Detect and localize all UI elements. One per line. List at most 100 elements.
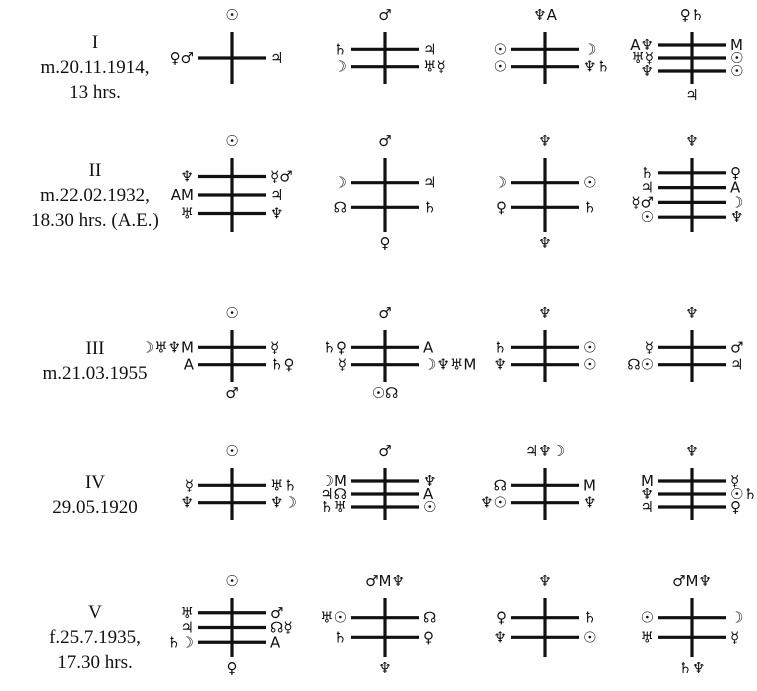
- right-symbols: A: [423, 338, 434, 356]
- right-symbols: ♆: [730, 208, 743, 226]
- left-symbols: A: [184, 356, 195, 374]
- row-label-I: I m.20.11.1914, 13 hrs.: [0, 30, 190, 105]
- diagram-II-4: ♆♄♀♃A☿♂☽☉♆: [631, 132, 743, 232]
- top-symbol: ☉: [225, 304, 238, 322]
- left-symbols: ☽♅♆M: [141, 338, 194, 356]
- left-symbols: ♅: [641, 628, 654, 646]
- diagram-V-1: ☉♀♅♂♃☊☿♄☽A: [167, 572, 292, 677]
- diagram-II-2: ♂♀☽♃☊♄: [334, 132, 437, 252]
- bottom-symbol: ♄♆: [679, 659, 706, 677]
- row-label-line: 18.30 hrs. (A.E.): [31, 210, 159, 231]
- diagram-III-1: ☉♂☽♅♆M☿A♄♀: [141, 304, 295, 402]
- bottom-symbol: ♆: [538, 234, 551, 252]
- bottom-symbol: ♃: [685, 86, 698, 104]
- left-symbols: ☊: [334, 198, 347, 216]
- top-symbol: ♂M♆: [672, 572, 712, 590]
- left-symbols: ♃: [641, 179, 654, 197]
- right-symbols: ♀: [423, 628, 434, 646]
- row-label-line: f.25.7.1935,: [49, 627, 141, 648]
- left-symbols: ☿♂: [631, 193, 654, 211]
- right-symbols: A: [270, 633, 281, 651]
- right-symbols: ♂: [270, 604, 283, 622]
- left-symbols: ☉: [641, 609, 654, 627]
- left-symbols: ☽: [494, 174, 507, 192]
- left-symbols: ☿: [338, 356, 347, 374]
- right-symbols: ♃: [423, 174, 436, 192]
- right-symbols: ♅♄: [270, 476, 297, 494]
- diagram-I-1: ☉♀♂♃: [170, 6, 283, 84]
- right-symbols: ☉: [583, 356, 596, 374]
- left-symbols: ☊☉: [627, 356, 654, 374]
- left-symbols: ♃: [181, 619, 194, 637]
- top-symbol: ☉: [225, 442, 238, 460]
- left-symbols: ☉: [641, 208, 654, 226]
- top-symbol: ♂M♆: [365, 572, 405, 590]
- top-symbol: ♃♆☽: [525, 442, 565, 460]
- right-symbols: ☉: [583, 628, 596, 646]
- right-symbols: ♄: [583, 609, 596, 627]
- diagram-III-4: ♆☿♂☊☉♃: [627, 304, 743, 382]
- left-symbols: AM: [171, 186, 194, 204]
- diagram-II-1: ☉♆☿♂AM♃♅♆: [171, 132, 293, 232]
- right-symbols: ☊☿: [270, 619, 293, 637]
- right-symbols: ☉: [583, 338, 596, 356]
- row-label-line: 17.30 hrs.: [57, 652, 133, 673]
- row-label-line: m.20.11.1914,: [40, 57, 150, 78]
- left-symbols: M: [641, 472, 654, 490]
- bottom-symbol: ♂: [225, 384, 238, 402]
- right-symbols: ☉: [423, 498, 436, 516]
- row-label-line: I: [91, 32, 99, 53]
- right-symbols: M: [583, 476, 596, 494]
- top-symbol: ♆: [685, 442, 698, 460]
- bottom-symbol: ♆: [378, 659, 391, 677]
- row-label-II: II m.22.02.1932, 18.30 hrs. (A.E.): [0, 158, 190, 233]
- right-symbols: A: [730, 179, 741, 197]
- left-symbols: ♅☉: [320, 609, 347, 627]
- right-symbols: ☉: [730, 62, 743, 80]
- right-symbols: ♆: [583, 494, 596, 512]
- left-symbols: ♄: [494, 338, 507, 356]
- row-label-line: V: [88, 602, 102, 623]
- bottom-symbol: ☉☊: [372, 384, 399, 402]
- diagram-II-3: ♆♆☽☉♀♄: [494, 132, 597, 252]
- right-symbols: ☊: [423, 609, 436, 627]
- left-symbols: ♄♀: [323, 338, 347, 356]
- right-symbols: ☉: [583, 174, 596, 192]
- row-label-line: IV: [84, 472, 106, 493]
- left-symbols: ♅: [181, 604, 194, 622]
- right-symbols: ☿♂: [270, 168, 293, 186]
- row-label-line: III: [85, 338, 105, 359]
- row-label-line: 13 hrs.: [69, 82, 121, 103]
- right-symbols: ♆♄: [583, 58, 610, 76]
- top-symbol: ♆: [685, 304, 698, 322]
- right-symbols: ♃: [270, 49, 283, 67]
- right-symbols: ♆: [270, 205, 283, 223]
- diagram-III-2: ♂☉☊♄♀A☿☽♆♅M: [323, 304, 477, 402]
- left-symbols: ♅: [181, 205, 194, 223]
- row-label-line: 29.05.1920: [52, 497, 138, 518]
- top-symbol: ♆: [538, 132, 551, 150]
- right-symbols: ♄: [583, 198, 596, 216]
- right-symbols: A: [423, 485, 434, 503]
- right-symbols: ♃: [730, 356, 743, 374]
- left-symbols: ☉: [494, 58, 507, 76]
- left-symbols: ♅☿: [631, 49, 654, 67]
- row-label-line: m.21.03.1955: [42, 363, 148, 384]
- left-symbols: ♆: [181, 494, 194, 512]
- left-symbols: ☽: [334, 58, 347, 76]
- left-symbols: ♄: [334, 40, 347, 58]
- row-label-V: V f.25.7.1935, 17.30 hrs.: [0, 600, 190, 675]
- right-symbols: ♂: [730, 338, 743, 356]
- left-symbols: ♄: [641, 164, 654, 182]
- row-label-IV: IV 29.05.1920: [0, 470, 190, 520]
- diagram-V-2: ♂M♆♆♅☉☊♄♀: [320, 572, 436, 677]
- right-symbols: ☿: [730, 472, 739, 490]
- left-symbols: ♄♅: [320, 498, 347, 516]
- left-symbols: A♆: [630, 36, 654, 54]
- top-symbol: ♂: [378, 6, 391, 24]
- right-symbols: ♃: [270, 186, 283, 204]
- left-symbols: ☽: [334, 174, 347, 192]
- left-symbols: ♃☊: [320, 485, 347, 503]
